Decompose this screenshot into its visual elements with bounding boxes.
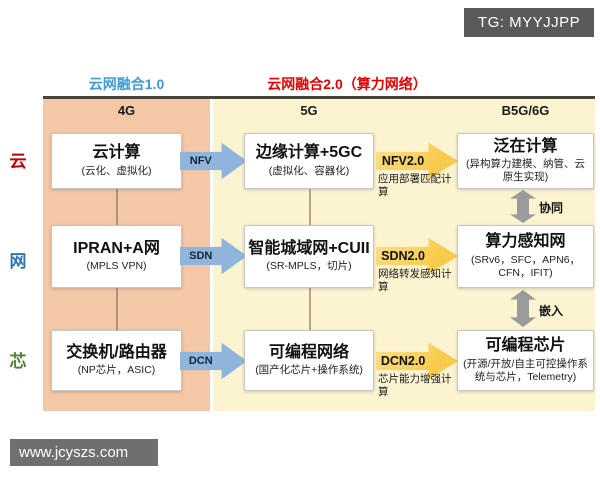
connector-line [116,189,118,225]
arrow-dcn-label: DCN [188,355,213,367]
box-subtitle: (开源/开放/自主可控操作系统与芯片，Telemetry) [463,357,588,383]
arrow-nfv-label: NFV [189,155,212,167]
box-title: 云计算 [92,144,141,162]
box-ipran: IPRAN+A网 (MPLS VPN) [51,225,182,288]
box-computing-aware-network: 算力感知网 (SRv6，SFC，APN6，CFN，IFIT) [457,225,594,288]
box-title: 交换机/路由器 [66,343,167,361]
box-ubiquitous-computing: 泛在计算 (异构算力建模、纳管、云原生实现) [457,133,594,189]
arrow-dcn2-note: 芯片能力增强计算 [378,373,452,398]
row-label-cloud: 云 [9,152,27,171]
arrow-nfv2-note: 应用部署匹配计算 [378,173,452,198]
box-subtitle: (国产化芯片+操作系统) [255,364,363,377]
box-subtitle: (NP芯片，ASIC) [77,364,156,377]
box-subtitle: (虚拟化、容器化) [268,164,350,177]
embed-arrow-label: 嵌入 [539,304,564,318]
column-header-5g: 5G [300,103,318,118]
arrow-sdn2-note: 网络转发感知计算 [378,268,452,293]
connector-line [309,189,311,225]
arrow-sdn-label: SDN [189,250,213,262]
box-title: 可编程芯片 [485,337,566,355]
arrow-sdn2-label: SDN2.0 [381,249,425,263]
arrow-dcn2-label: DCN2.0 [380,354,426,368]
box-title: 可编程网络 [268,343,349,361]
box-subtitle: (MPLS VPN) [86,260,147,273]
box-title: 边缘计算+5GC [255,144,363,162]
row-label-chip: 芯 [9,352,27,371]
box-subtitle: (云化、虚拟化) [81,164,152,177]
box-subtitle: (SRv6，SFC，APN6，CFN，IFIT) [470,253,581,279]
box-programmable-chip: 可编程芯片 (开源/开放/自主可控操作系统与芯片，Telemetry) [457,330,594,391]
tg-badge: TG: MYYJJPP [464,8,594,37]
connector-line [116,288,118,330]
box-edge-computing: 边缘计算+5GC (虚拟化、容器化) [244,133,374,189]
connector-line [309,288,311,330]
box-subtitle: (异构算力建模、纳管、云原生实现) [466,158,585,184]
box-title: 智能城域网+CUII [248,239,370,257]
column-header-b5g6g: B5G/6G [501,103,550,118]
box-title: IPRAN+A网 [73,239,160,257]
row-label-network: 网 [9,252,27,271]
box-cloud-computing: 云计算 (云化、虚拟化) [51,133,182,189]
column-header-4g: 4G [117,103,136,118]
era1-heading: 云网融合1.0 [88,76,165,92]
arrow-nfv2-label: NFV2.0 [381,154,425,168]
box-title: 泛在计算 [493,137,558,155]
panel-top-rule [43,96,595,99]
sync-arrow-label: 协同 [539,201,564,215]
watermark: www.jcyszs.com [10,439,158,466]
box-title: 算力感知网 [485,233,566,251]
box-programmable-network: 可编程网络 (国产化芯片+操作系统) [244,330,374,391]
box-switch-router: 交换机/路由器 (NP芯片，ASIC) [51,330,182,391]
box-metro-network: 智能城域网+CUII (SR-MPLS，切片) [244,225,374,288]
box-subtitle: (SR-MPLS，切片) [266,260,352,273]
era2-heading: 云网融合2.0（算力网络） [267,76,427,92]
